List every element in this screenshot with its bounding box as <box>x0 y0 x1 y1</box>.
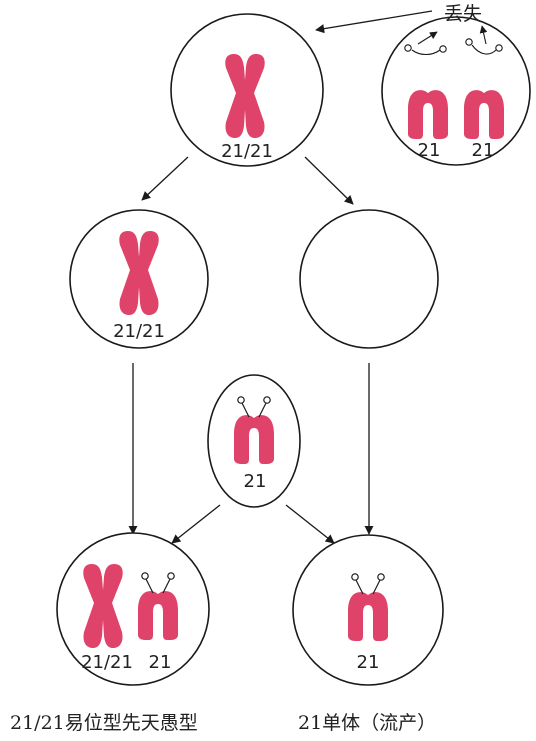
parent-translocation-label: 21/21 <box>221 141 273 162</box>
arrow-normal-to-child-right <box>285 504 335 544</box>
lost-fragment-left <box>404 31 447 56</box>
caption-monosomy-miscarriage: 21单体（流产） <box>298 712 436 734</box>
child-monosomy-label: 21 <box>357 652 380 673</box>
child-translocation-cell: 21/21 21 <box>56 532 210 686</box>
lost-fragment-right <box>465 25 503 55</box>
normal-gamete-cell: 21 <box>207 374 301 508</box>
arrow-lost-to-parent <box>315 10 433 34</box>
arrows <box>128 10 433 544</box>
child-monosomy-cell: 21 <box>292 534 444 686</box>
normal-gamete-label: 21 <box>244 471 267 492</box>
empty-gamete-cell <box>299 209 439 349</box>
arrow-parent-to-gamete-right <box>304 156 354 205</box>
parent-translocation-cell: 21/21 <box>170 13 324 167</box>
parent-free-label-left: 21 <box>418 140 441 161</box>
arrow-parent-to-gamete-left <box>141 156 189 201</box>
child-translocation-label-left: 21/21 <box>81 652 133 673</box>
arrow-normal-to-child-left <box>171 504 221 544</box>
parent-free-cell: 21 21 <box>381 16 531 166</box>
child-translocation-label-right: 21 <box>149 652 172 673</box>
gamete-translocation-cell: 21/21 <box>69 209 209 349</box>
caption-translocation-down-syndrome: 21/21易位型先天愚型 <box>10 712 198 734</box>
parent-free-label-right: 21 <box>472 140 495 161</box>
gamete-translocation-label: 21/21 <box>113 321 165 342</box>
lost-label: 丢失 <box>444 3 482 25</box>
